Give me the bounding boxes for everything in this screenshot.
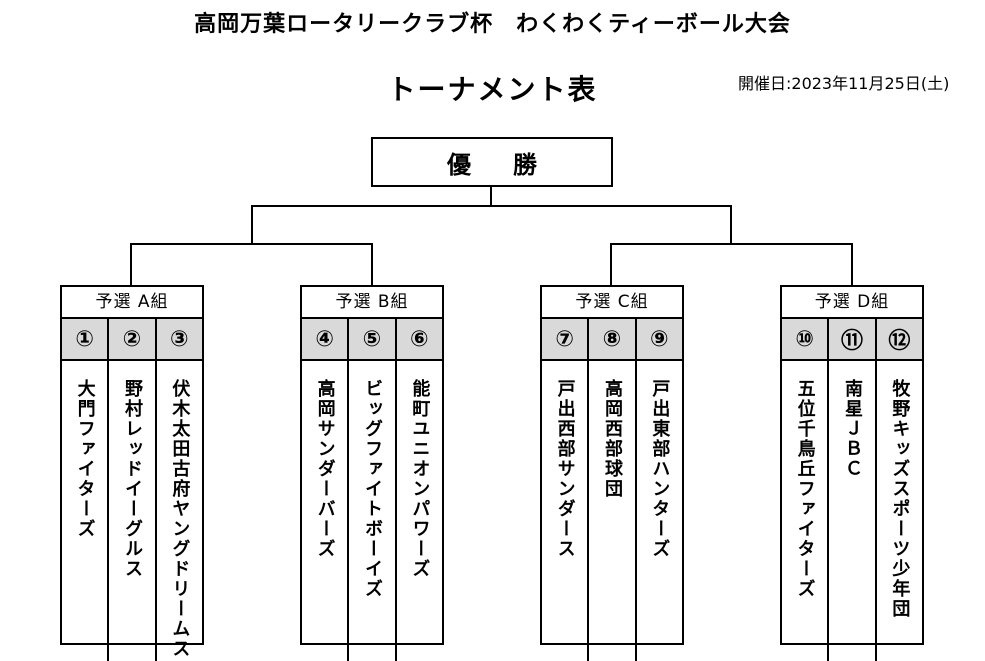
team-name: 能町ユニオンパワーズ <box>409 379 431 579</box>
team-name: 戸出西部サンダース <box>554 379 576 559</box>
bracket-line-d <box>851 243 853 286</box>
team-name: 五位千鳥丘ファイターズ <box>794 379 816 599</box>
bracket-line-b <box>371 243 373 286</box>
group-a-numbers: ① ② ③ <box>62 319 202 361</box>
group-a: 予選 A組 ① ② ③ 大門ファイターズ 野村レッドイーグルス 伏木太田古府ヤン… <box>60 285 204 661</box>
team-number: ① <box>62 319 110 359</box>
group-b-label: 予選 B組 <box>302 287 442 319</box>
team-name: 伏木太田古府ヤングドリームス <box>169 379 191 659</box>
team-name: ビッグファイトボーイズ <box>361 379 383 599</box>
team-number: ⑪ <box>829 319 877 359</box>
team-number: ② <box>109 319 157 359</box>
group-a-names: 大門ファイターズ 野村レッドイーグルス 伏木太田古府ヤングドリームス <box>62 361 202 661</box>
team-number: ⑩ <box>782 319 830 359</box>
team-number: ⑨ <box>650 326 669 352</box>
team-number: ⑥ <box>410 326 429 352</box>
team-name: 牧野キッズスポーツ少年団 <box>889 379 911 619</box>
group-d: 予選 D組 ⑩ ⑪ ⑫ 五位千鳥丘ファイターズ 南星ＪＢＣ 牧野キッズスポーツ少… <box>780 285 924 661</box>
bracket-line-left-bar <box>130 243 373 245</box>
group-d-numbers: ⑩ ⑪ ⑫ <box>782 319 922 361</box>
group-c-label: 予選 C組 <box>542 287 682 319</box>
team-name: 大門ファイターズ <box>74 379 96 539</box>
group-b-names: 高岡サンダーバーズ ビッグファイトボーイズ 能町ユニオンパワーズ <box>302 361 442 661</box>
team-number: ③ <box>170 326 189 352</box>
team-name: 高岡西部球団 <box>601 379 623 499</box>
bracket-heading: トーナメント表 <box>387 73 598 106</box>
champion-char-1: 優 <box>447 150 471 179</box>
team-name: 戸出東部ハンターズ <box>649 379 671 559</box>
group-c-numbers: ⑦ ⑧ ⑨ <box>542 319 682 361</box>
team-number: ④ <box>302 319 350 359</box>
group-d-names: 五位千鳥丘ファイターズ 南星ＪＢＣ 牧野キッズスポーツ少年団 <box>782 361 922 661</box>
bracket-line-left-stem <box>251 205 253 245</box>
group-b-numbers: ④ ⑤ ⑥ <box>302 319 442 361</box>
group-a-label: 予選 A組 <box>62 287 202 319</box>
bracket-line-c <box>610 243 612 286</box>
team-number: ⑤ <box>349 319 397 359</box>
event-date: 開催日:2023年11月25日(土) <box>738 74 950 93</box>
champion-box: 優 勝 <box>371 137 613 187</box>
group-b: 予選 B組 ④ ⑤ ⑥ 高岡サンダーバーズ ビッグファイトボーイズ 能町ユニオン… <box>300 285 444 661</box>
team-name: 南星ＪＢＣ <box>841 379 863 479</box>
group-c: 予選 C組 ⑦ ⑧ ⑨ 戸出西部サンダース 高岡西部球団 戸出東部ハンターズ <box>540 285 684 661</box>
group-c-names: 戸出西部サンダース 高岡西部球団 戸出東部ハンターズ <box>542 361 682 661</box>
bracket-line-top-bar <box>251 205 732 207</box>
team-number: ⑦ <box>542 319 590 359</box>
bracket-line-right-bar <box>610 243 853 245</box>
champion-char-2: 勝 <box>513 150 537 179</box>
tournament-title: 高岡万葉ロータリークラブ杯 わくわくティーボール大会 <box>194 12 791 37</box>
team-number: ⑧ <box>589 319 637 359</box>
team-number: ⑫ <box>888 329 911 354</box>
bracket-line-top-stem <box>490 185 492 206</box>
group-d-label: 予選 D組 <box>782 287 922 319</box>
bracket-line-a <box>130 243 132 286</box>
team-name: 野村レッドイーグルス <box>121 379 143 579</box>
team-name: 高岡サンダーバーズ <box>314 379 336 559</box>
bracket-line-right-stem <box>730 205 732 245</box>
